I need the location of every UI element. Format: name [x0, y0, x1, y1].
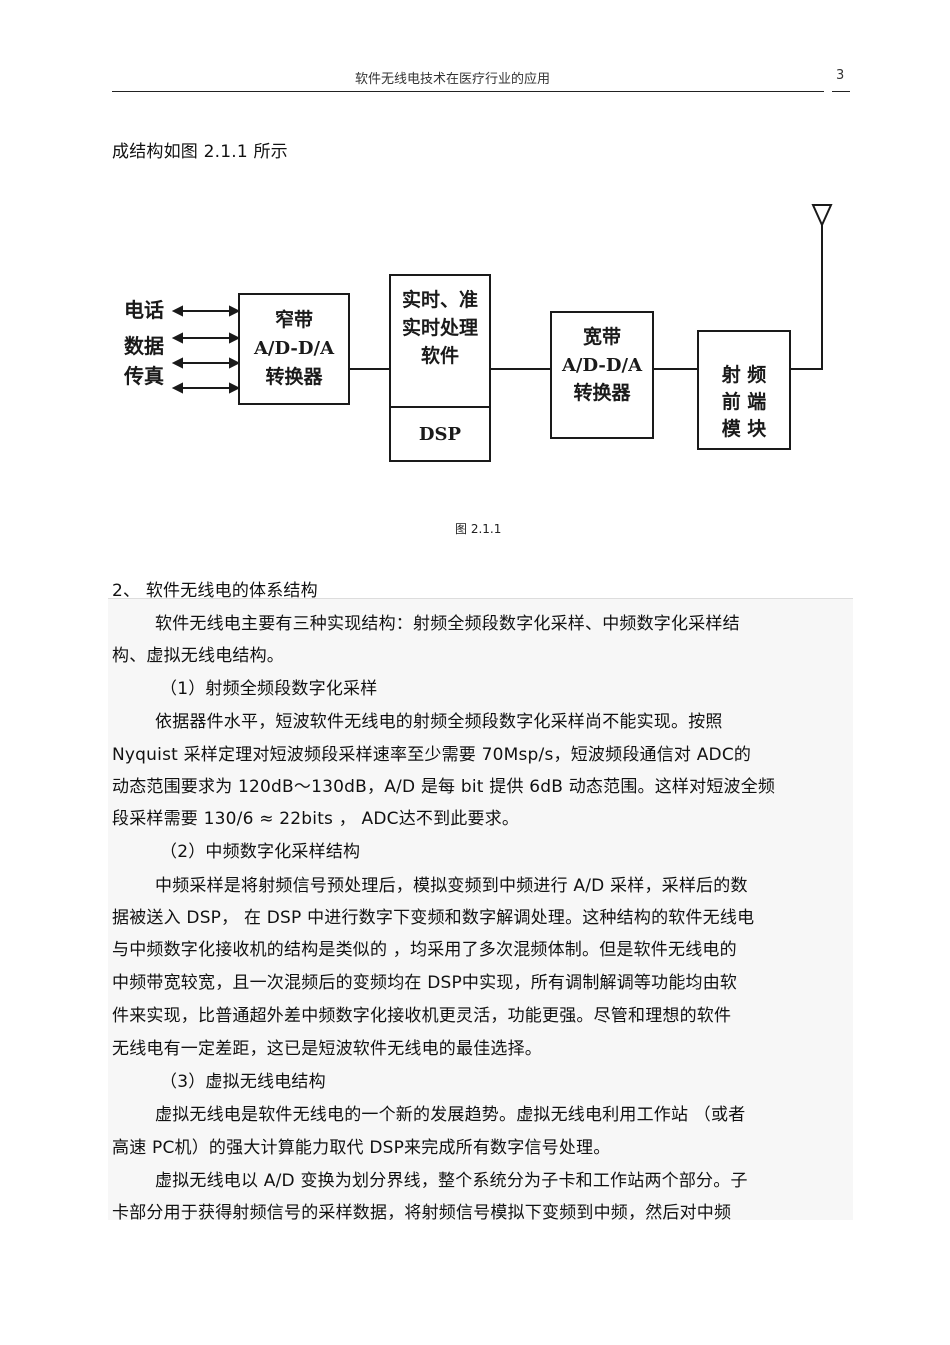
subheading: （3）虚拟无线电结构: [160, 1072, 326, 1092]
narrowband-line-1: 窄带: [275, 308, 313, 331]
paragraph-line: 与中频数字化接收机的结构是类似的 ，均采用了多次混频体制。但是软件无线电的: [112, 940, 737, 960]
antenna-icon: [790, 204, 833, 370]
wideband-line-2: A/D-D/A: [561, 355, 643, 376]
input-label-data: 数据: [124, 334, 164, 358]
figure-caption: 图 2.1.1: [455, 522, 502, 536]
paragraph-line: 虚拟无线电是软件无线电的一个新的发展趋势。虚拟无线电利用工作站 （或者: [155, 1105, 746, 1125]
rf-line-3: 模 块: [722, 417, 768, 440]
header-title: 软件无线电技术在医疗行业的应用: [355, 72, 551, 87]
rf-line-2: 前 端: [722, 390, 767, 413]
paragraph-line: 动态范围要求为 120dB～130dB，A/D 是每 bit 提供 6dB 动态…: [112, 777, 776, 797]
paragraph-background: [108, 598, 853, 1220]
narrowband-line-2: A/D-D/A: [253, 338, 335, 359]
dsp-box: [389, 406, 491, 462]
paragraph-line: 件来实现，比普通超外差中频数字化接收机更灵活，功能更强。尽管和理想的软件: [112, 1006, 732, 1026]
paragraph-line: 中频带宽较宽，且一次混频后的变频均在 DSP中实现，所有调制解调等功能均由软: [112, 973, 738, 993]
realtime-line-3: 软件: [421, 344, 459, 367]
paragraph-line: 卡部分用于获得射频信号的采样数据，将射频信号模拟下变频到中频，然后对中频: [112, 1203, 732, 1223]
paragraph-line: 段采样需要 130/6 ≈ 22bits ， ADC达不到此要求。: [112, 809, 520, 829]
wideband-line-3: 转换器: [573, 381, 631, 404]
intro-line: 成结构如图 2.1.1 所示: [112, 142, 288, 162]
subheading: （1）射频全频段数字化采样: [160, 679, 378, 699]
paragraph-line: 软件无线电主要有三种实现结构：射频全频段数字化采样、中频数字化采样结: [155, 614, 740, 634]
paragraph-line: 据被送入 DSP， 在 DSP 中进行数字下变频和数字解调处理。这种结构的软件无…: [112, 908, 755, 928]
realtime-line-1: 实时、准: [402, 288, 478, 311]
block-diagram: 电话 数据 传真 窄带 A/D-D/A 转换器 实时、准 实时处理 软件 DSP…: [123, 204, 833, 462]
section-divider: [108, 598, 853, 599]
header-rule: [112, 91, 824, 92]
wideband-line-1: 宽带: [583, 325, 621, 348]
realtime-line-2: 实时处理: [402, 316, 478, 339]
wideband-converter-box: [550, 311, 654, 439]
input-label-phone: 电话: [124, 298, 164, 322]
dsp-label: DSP: [419, 424, 462, 445]
paragraph-line: 中频采样是将射频信号预处理后，模拟变频到中频进行 A/D 采样，采样后的数: [155, 876, 748, 896]
section-heading: 2、 软件无线电的体系结构: [112, 581, 318, 601]
page-number: 3: [836, 68, 845, 83]
paragraph-line: 无线电有一定差距，这已是短波软件无线电的最佳选择。: [112, 1039, 542, 1059]
paragraph-line: 构、虚拟无线电结构。: [112, 646, 284, 666]
input-label-fax: 传真: [123, 364, 164, 388]
subheading: （2）中频数字化采样结构: [160, 842, 361, 862]
narrowband-converter-box: [238, 293, 350, 405]
input-arrows: [171, 305, 241, 394]
header-rule-short: [832, 91, 850, 92]
paragraph-line: Nyquist 采样定理对短波频段采样速率至少需要 70Msp/s，短波频段通信…: [112, 745, 752, 765]
paragraph-line: 虚拟无线电以 A/D 变换为划分界线，整个系统分为子卡和工作站两个部分。子: [155, 1171, 748, 1191]
rf-frontend-box: [697, 330, 791, 450]
paragraph-line: 高速 PC机）的强大计算能力取代 DSP来完成所有数字信号处理。: [112, 1138, 611, 1158]
rf-line-1: 射 频: [721, 363, 767, 386]
paragraph-line: 依据器件水平，短波软件无线电的射频全频段数字化采样尚不能实现。按照: [155, 712, 723, 732]
narrowband-line-3: 转换器: [265, 365, 323, 388]
